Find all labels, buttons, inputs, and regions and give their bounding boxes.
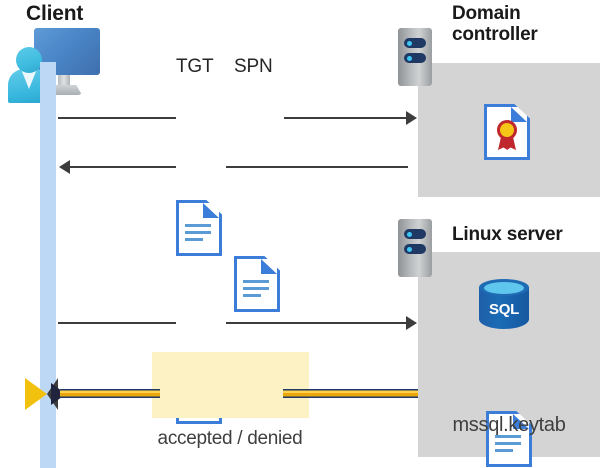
ticket-arrow-segment-left (68, 166, 176, 168)
present-ticket-arrow-segment-left (58, 322, 176, 324)
auth-result-arrow-segment-right (283, 389, 418, 398)
certificate-ribbon-icon (497, 120, 517, 150)
request-arrow-segment-left (58, 117, 176, 119)
person-head-icon (16, 47, 42, 73)
present-ticket-arrowhead-right (406, 316, 417, 330)
document-page-shape (486, 411, 532, 467)
sql-label: SQL (489, 301, 519, 318)
domain-controller-server-icon (398, 28, 432, 86)
monitor-neck-icon (58, 75, 70, 87)
certificate-document-icon (484, 104, 530, 160)
linux-server-icon (398, 219, 432, 277)
ticket-arrow-segment-right (226, 166, 408, 168)
document-page-shape (176, 200, 222, 256)
accepted-denied-label: accepted / denied (157, 428, 303, 449)
auth-result-arrow-segment-left (60, 389, 160, 398)
sql-database-icon: SQL (479, 279, 529, 335)
server-led-bar-icon (404, 229, 426, 239)
server-led-bar-icon (404, 38, 426, 48)
document-page-shape (484, 104, 530, 160)
domain-controller-title-line1: Domain (452, 3, 521, 24)
present-ticket-arrow-segment-right (226, 322, 408, 324)
linux-server-title: Linux server (452, 224, 563, 245)
spn-label: SPN (234, 56, 273, 77)
auth-result-highlight (152, 352, 309, 418)
server-led-bar-icon (404, 244, 426, 254)
domain-controller-title-line2: controller (452, 24, 538, 46)
tgt-document-icon (176, 200, 222, 256)
client-title: Client (26, 2, 84, 25)
keytab-document-icon (486, 411, 532, 467)
client-lifeline (40, 62, 56, 468)
request-arrow-segment-right (284, 117, 408, 119)
cylinder-top-inner-shape (484, 282, 524, 294)
request-arrowhead-right (406, 111, 417, 125)
spn-document-icon (234, 256, 280, 312)
tgt-label: TGT (176, 56, 214, 77)
ticket-arrowhead-left (59, 160, 70, 174)
monitor-base-icon (46, 85, 82, 95)
domain-controller-title: Domain controller (452, 3, 600, 46)
keytab-filename-label: mssql.keytab (452, 414, 566, 436)
document-page-shape (234, 256, 280, 312)
server-led-bar-icon (404, 53, 426, 63)
